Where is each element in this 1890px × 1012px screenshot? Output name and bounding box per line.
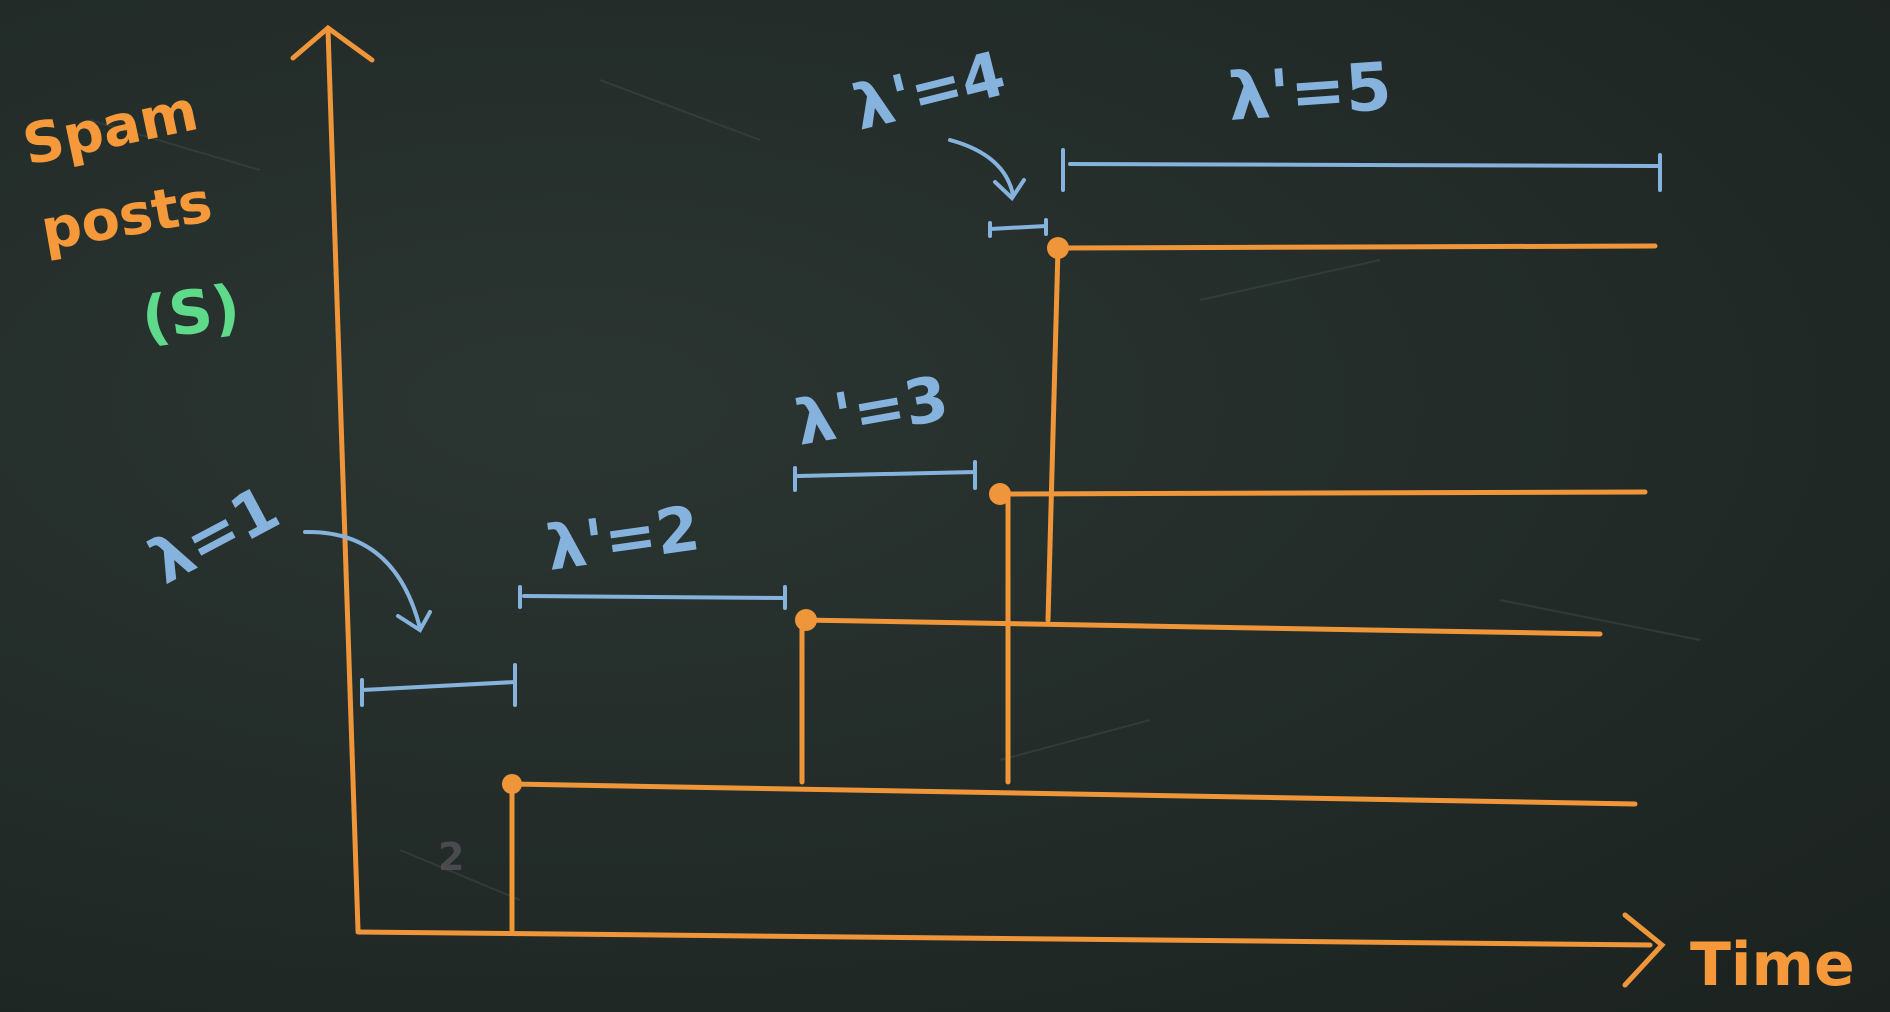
- step-lines: [509, 243, 1658, 933]
- interval-brackets: [360, 148, 1662, 707]
- step-label-1: λ=1: [138, 471, 291, 599]
- label-arrows: [303, 138, 1026, 633]
- faint-mark: 2: [438, 835, 464, 879]
- y-axis-label-line2: posts: [36, 170, 217, 264]
- x-axis-label: Time: [1690, 930, 1855, 1000]
- y-axis-label: Spam posts (S): [17, 78, 244, 354]
- step-point: [795, 609, 817, 631]
- step-label-2: λ'=2: [542, 491, 704, 585]
- step-label-5: λ'=5: [1226, 48, 1394, 136]
- step-point: [989, 483, 1011, 505]
- x-axis: [355, 912, 1666, 988]
- step-label-4: λ'=4: [846, 37, 1012, 145]
- step-point: [1047, 237, 1069, 259]
- chalk-scratches: [89, 79, 1701, 901]
- step-point: [502, 774, 522, 794]
- step-labels: λ=1 λ'=2 λ'=3 λ'=4 λ'=5: [138, 37, 1394, 599]
- y-axis-symbol: (S): [137, 272, 244, 355]
- y-axis: [290, 24, 375, 933]
- step-label-3: λ'=3: [790, 361, 954, 460]
- step-points: [502, 237, 1069, 794]
- y-axis-label-line1: Spam: [17, 78, 203, 178]
